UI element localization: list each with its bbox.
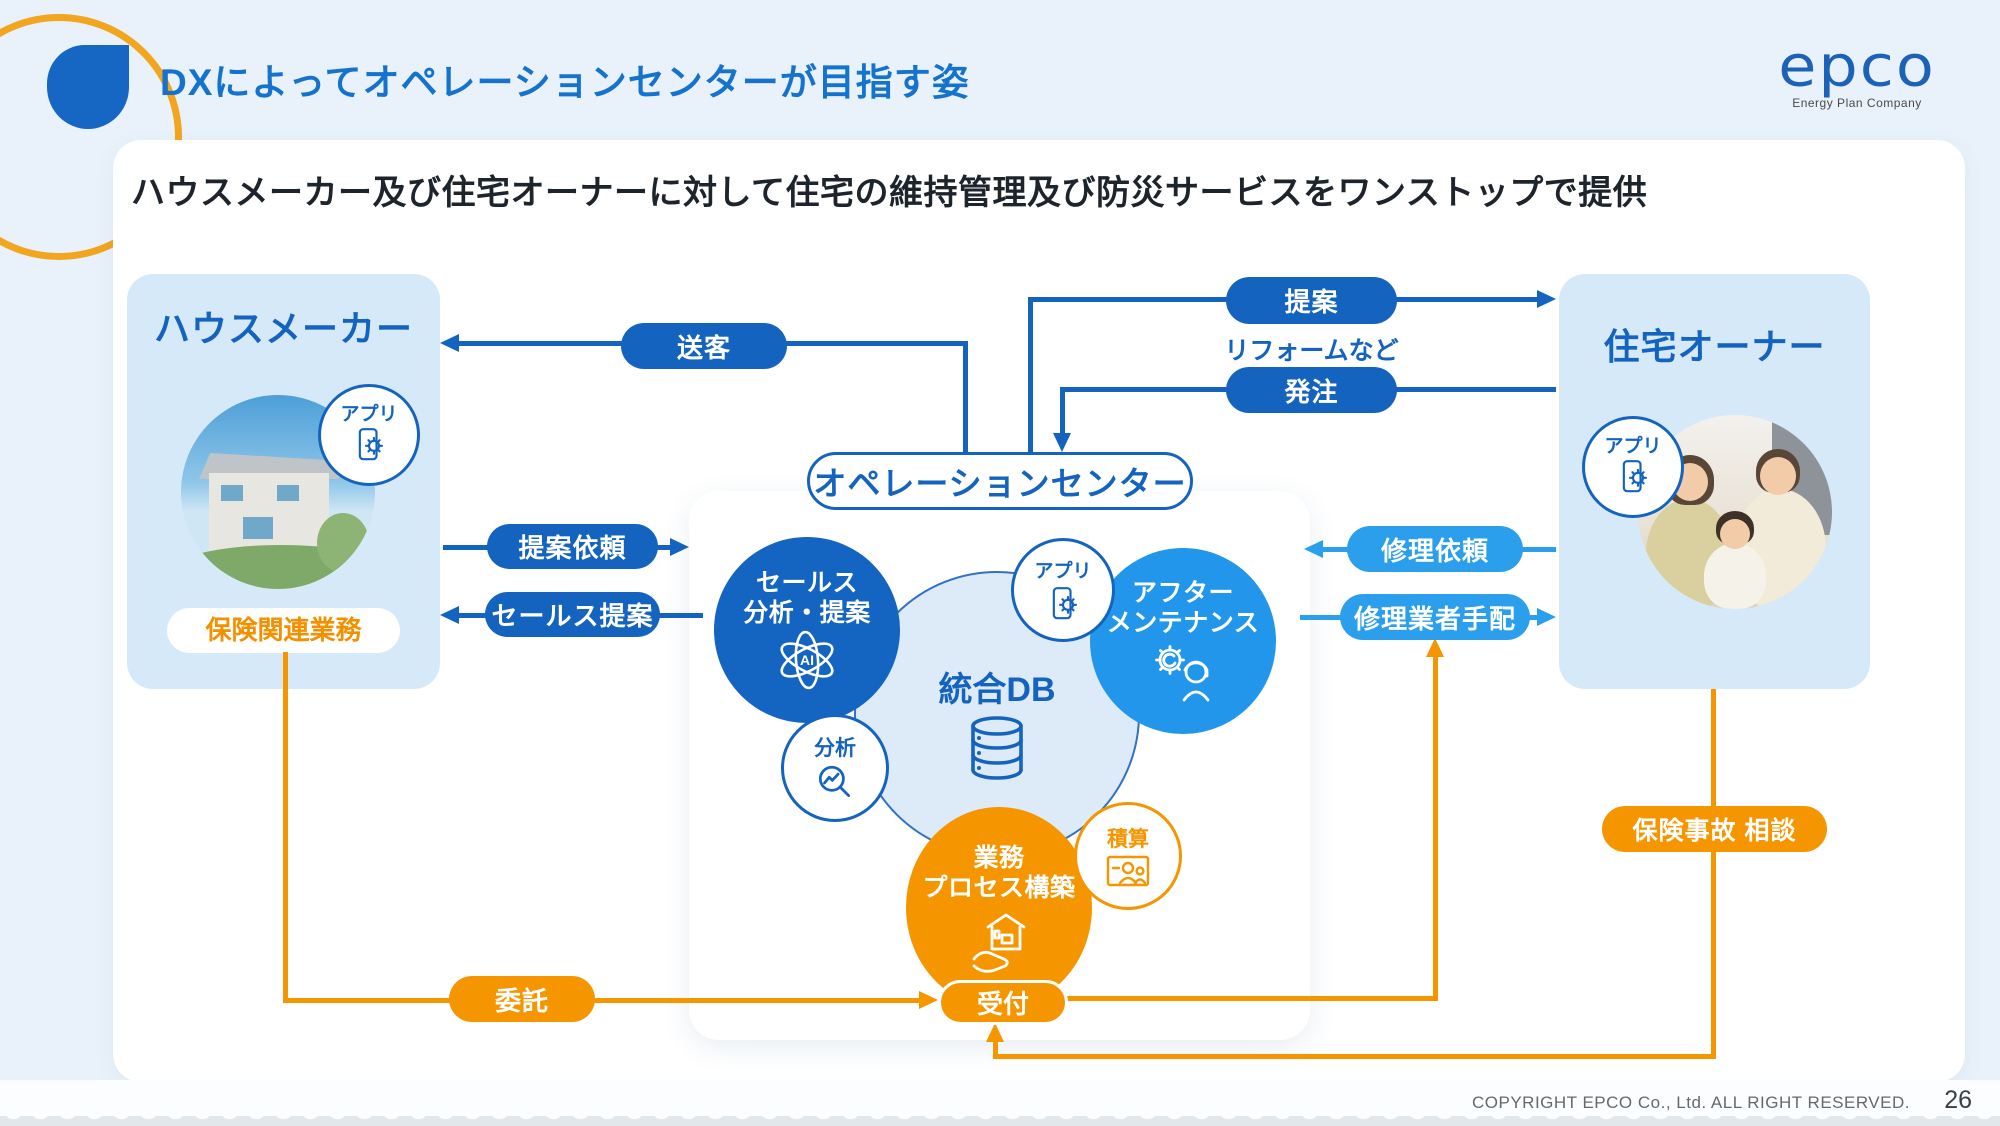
itaku-arrowhead [919,991,938,1009]
house-photo-window [221,485,243,501]
hoken-jiko-line-v [1711,689,1716,1059]
logo-wordmark: epco [1778,31,1936,100]
house-photo-window [243,517,273,539]
shuri-tehai-pill: 修理業者手配 [1340,594,1530,640]
bottom-wave-pattern [0,1116,2000,1126]
hoken-jiko-to-reception-arrowhead [986,1023,1004,1042]
app-node-label: アプリ [1034,560,1092,582]
teian-irai-arrowhead [670,538,689,556]
reform-note: リフォームなど [1224,337,1399,365]
sales-analysis-node: セールス 分析・提案 AI [714,537,900,723]
itaku-pill: 委託 [449,976,595,1022]
reception-to-tehai-line-h [1066,996,1438,1001]
shuri-tehai-arrowhead [1537,608,1556,626]
shuri-irai-pill: 修理依頼 [1347,526,1523,572]
reception-to-tehai-line-v [1433,656,1438,1001]
teian-irai-pill: 提案依頼 [487,524,658,569]
itaku-line-h [283,998,920,1003]
chart-magnifier-icon [818,765,851,797]
hoken-jiko-pill: 保険事故 相談 [1602,806,1827,852]
family-photo-child-face [1720,519,1750,549]
reception-pill: 受付 [938,980,1068,1025]
house-on-hand-icon [972,913,1026,973]
house-photo-tree [317,513,369,573]
after-maintenance-label-2: メンテナンス [1106,609,1260,637]
soukyaku-pill: 送客 [621,323,787,369]
operation-center-pill: オペレーションセンター [807,452,1193,510]
phone-gear-icon [358,428,383,461]
estimate-node: 積算 [1074,802,1182,910]
integrated-db-label: 統合DB [938,671,1056,709]
page-title: DXによってオペレーションセンターが目指す姿 [160,62,970,103]
after-maintenance-label-1: アフター [1131,579,1234,607]
hoken-jiko-line-h [993,1054,1716,1059]
database-icon [961,712,1033,788]
page-number: 26 [1944,1086,1972,1114]
home-owner-title: 住宅オーナー [1603,326,1826,367]
estimate-label: 積算 [1107,828,1149,851]
teian-arrowhead [1537,290,1556,308]
itaku-line-v [283,652,288,1003]
phone-gear-icon [1052,586,1077,619]
estimate-screen-icon [1106,855,1150,887]
company-logo: epco Energy Plan Company [1742,31,1972,110]
hacchu-arrowhead [1053,433,1071,452]
family-photo [1638,415,1832,609]
house-photo-window [277,485,299,501]
process-building-node: 業務 プロセス構築 [906,807,1092,1008]
sales-analysis-label-1: セールス [755,569,858,597]
ai-atom-icon: AI [780,630,834,690]
family-photo-father-face [1760,457,1796,495]
copyright-text: COPYRIGHT EPCO Co., Ltd. ALL RIGHT RESER… [1471,1093,1910,1112]
app-node: アプリ [1011,538,1115,642]
soukyaku-arrowhead [440,334,459,352]
teian-line-v [1028,300,1033,452]
svg-text:AI: AI [800,652,814,668]
home-owner-app-badge: アプリ [1582,416,1684,518]
sales-teian-pill: セールス提案 [485,592,660,637]
process-label-1: 業務 [973,843,1025,872]
house-maker-app-badge: アプリ [318,384,420,486]
slide-subtitle: ハウスメーカー及び住宅オーナーに対して住宅の維持管理及び防災サービスをワンストッ… [131,174,1648,212]
hacchu-pill: 発注 [1226,367,1397,413]
sales-teian-arrowhead [440,606,459,624]
phone-gear-icon [1622,460,1647,493]
after-maintenance-node: アフター メンテナンス [1090,548,1276,734]
decorative-blue-blob [47,45,129,129]
family-photo-child [1704,543,1766,609]
house-maker-title: ハウスメーカー [153,308,413,349]
teian-pill: 提案 [1226,277,1397,324]
logo-tagline: Energy Plan Company [1792,96,1922,110]
reception-to-tehai-arrowhead [1426,638,1444,657]
analysis-label: 分析 [814,737,856,760]
insurance-related-tag: 保険関連業務 [167,608,400,653]
hacchu-line-v [1060,387,1065,435]
app-badge-label: アプリ [340,404,398,425]
gear-operator-icon [1155,645,1210,702]
sales-analysis-label-2: 分析・提案 [743,599,871,627]
soukyaku-line-v [963,345,968,452]
analysis-node: 分析 [781,714,889,822]
shuri-irai-arrowhead [1304,540,1323,558]
app-badge-label: アプリ [1604,436,1662,457]
process-label-2: プロセス構築 [922,873,1076,902]
hoken-jiko-to-reception-v [993,1041,998,1059]
